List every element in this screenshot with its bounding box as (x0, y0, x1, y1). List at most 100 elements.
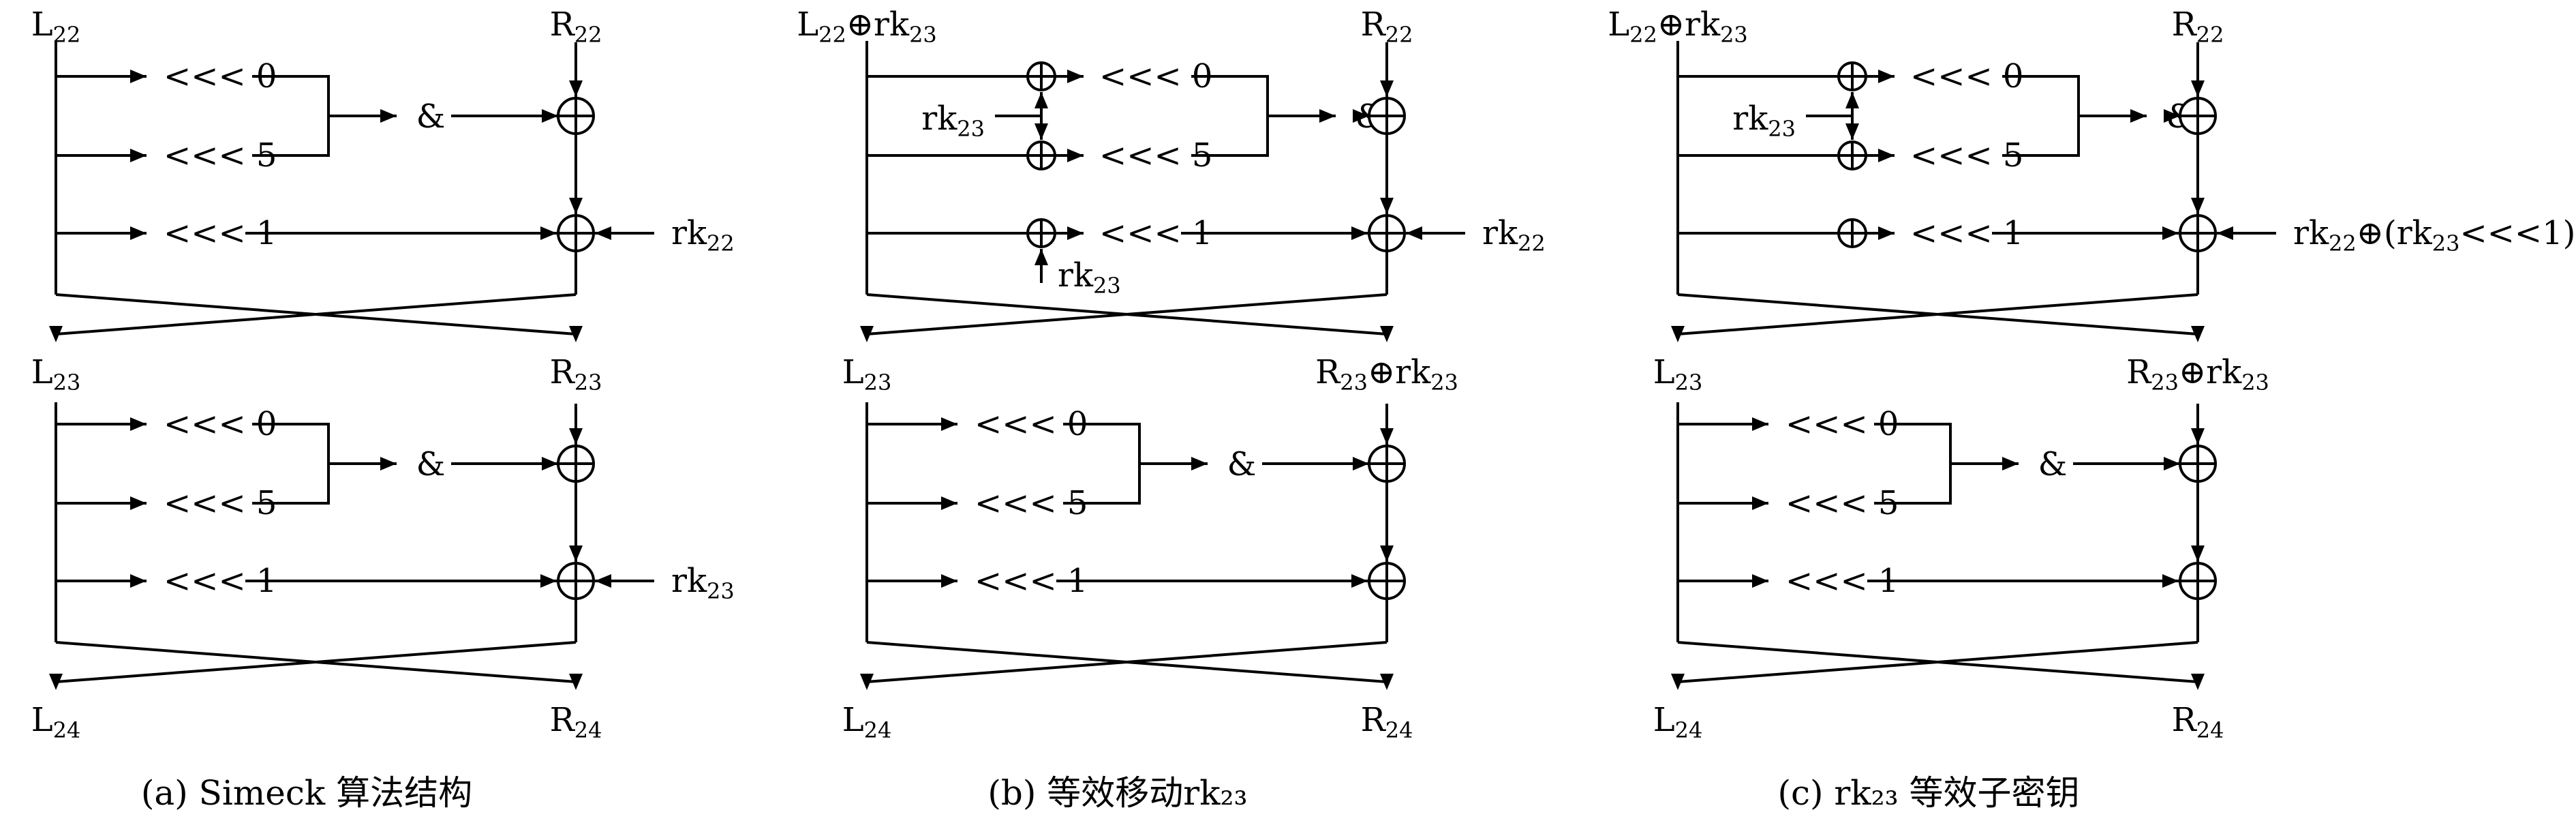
round-2: <<< 0<<< 5<<< 1& (1671, 402, 2217, 690)
arrow-head (569, 545, 583, 562)
arrow-head (49, 326, 63, 342)
arrow-head (130, 226, 147, 240)
xor-icon (1368, 214, 1406, 252)
panel-c: rk23<<< 0<<< 5<<< 1&rk22⊕(rk23<<<1) <<< 0… (1608, 5, 2575, 813)
xor-icon (1026, 61, 1056, 91)
xor-icon (557, 562, 595, 600)
arrow-head (130, 496, 147, 510)
arrow-head (1319, 109, 1336, 123)
output-left-label: L24 (1653, 701, 1703, 743)
round-key-label: rk23 (671, 562, 735, 604)
arrow-head (542, 109, 558, 123)
arrow-head (2191, 80, 2205, 97)
arrow-head (860, 326, 874, 342)
xor-icon (1368, 445, 1406, 483)
xor-icon (2179, 97, 2217, 135)
arrow-head (1353, 457, 1369, 470)
arrow-head (130, 417, 147, 431)
xor-icon (1837, 218, 1867, 248)
arrow-head (1380, 326, 1394, 342)
round-key-label: rk22⊕(rk23<<<1) (2293, 214, 2575, 256)
arrow-head (1845, 92, 1859, 108)
arrow-head (1752, 417, 1768, 431)
arrow-head (595, 574, 611, 588)
arrow-head (2002, 457, 2019, 470)
mid-right-label: R23⊕rk23 (2126, 353, 2269, 395)
arrow-head (2191, 674, 2205, 690)
arrow-head (569, 428, 583, 445)
round-2: <<< 0<<< 5<<< 1&rk23 (49, 402, 735, 690)
input-right-label: R22 (2172, 5, 2224, 48)
arrow-head (2130, 109, 2147, 123)
swap-line (866, 293, 1387, 335)
arrow-head (380, 457, 397, 470)
arrow-head (1380, 80, 1394, 97)
panel-caption: (b) 等效移动rk₂₃ (987, 773, 1247, 813)
swap-line (866, 641, 1387, 683)
bottom-key-label: rk23 (1058, 256, 1121, 299)
mid-left-label: L23 (1653, 353, 1703, 395)
arrow-head (1067, 70, 1084, 83)
mid-left-label: L23 (842, 353, 892, 395)
arrow-head (1380, 198, 1394, 214)
mid-left-label: L23 (31, 353, 81, 395)
xor-icon (2179, 214, 2217, 252)
xor-icon (1837, 61, 1867, 91)
arrow-head (380, 109, 397, 123)
xor-icon (2179, 445, 2217, 483)
arrow-head (569, 326, 583, 342)
moved-key-label: rk23 (1732, 100, 1796, 142)
swap-line (55, 641, 577, 683)
round-1: rk23<<< 0<<< 5<<< 1&rk22⊕(rk23<<<1) (1671, 41, 2575, 342)
input-right-label: R22 (550, 5, 602, 48)
input-right-label: R22 (1361, 5, 1413, 48)
round-1: <<< 0<<< 5<<< 1&rk22 (49, 41, 735, 342)
arrow-head (49, 674, 63, 690)
output-left-label: L24 (31, 701, 81, 743)
xor-icon (1837, 140, 1867, 170)
xor-icon (2179, 562, 2217, 600)
swap-line (55, 293, 577, 335)
xor-icon (1026, 140, 1056, 170)
arrow-head (130, 574, 147, 588)
arrow-head (2191, 326, 2205, 342)
panel-caption: (a) Simeck 算法结构 (141, 773, 472, 813)
arrow-head (595, 226, 611, 240)
moved-key-label: rk23 (921, 100, 985, 142)
xor-icon (1368, 562, 1406, 600)
arrow-head (1353, 109, 1369, 123)
mid-right-label: R23 (550, 353, 602, 395)
arrow-head (542, 457, 558, 470)
arrow-head (130, 70, 147, 83)
arrow-head (540, 574, 557, 588)
mid-right-label: R23⊕rk23 (1315, 353, 1458, 395)
arrow-head (569, 674, 583, 690)
xor-icon (557, 445, 595, 483)
arrow-head (1067, 226, 1084, 240)
arrow-head (941, 417, 957, 431)
round-key-label: rk22 (1482, 214, 1546, 256)
panel-a: <<< 0<<< 5<<< 1&rk22 <<< 0<<< 5<<< 1&rk23… (31, 5, 735, 813)
arrow-head (1752, 496, 1768, 510)
round-2: <<< 0<<< 5<<< 1& (860, 402, 1406, 690)
arrow-head (2191, 545, 2205, 562)
xor-icon (557, 97, 595, 135)
arrow-head (1845, 123, 1859, 140)
arrow-head (1351, 226, 1368, 240)
arrow-head (2164, 109, 2180, 123)
arrow-head (130, 149, 147, 162)
xor-icon (1026, 218, 1056, 248)
arrow-head (1878, 149, 1895, 162)
and-label: & (2038, 445, 2068, 483)
and-label: & (416, 98, 446, 136)
arrow-head (1671, 326, 1685, 342)
output-right-label: R24 (550, 701, 602, 743)
arrow-head (860, 674, 874, 690)
arrow-head (1034, 123, 1048, 140)
output-right-label: R24 (2172, 701, 2224, 743)
arrow-head (1191, 457, 1208, 470)
arrow-head (2191, 198, 2205, 214)
